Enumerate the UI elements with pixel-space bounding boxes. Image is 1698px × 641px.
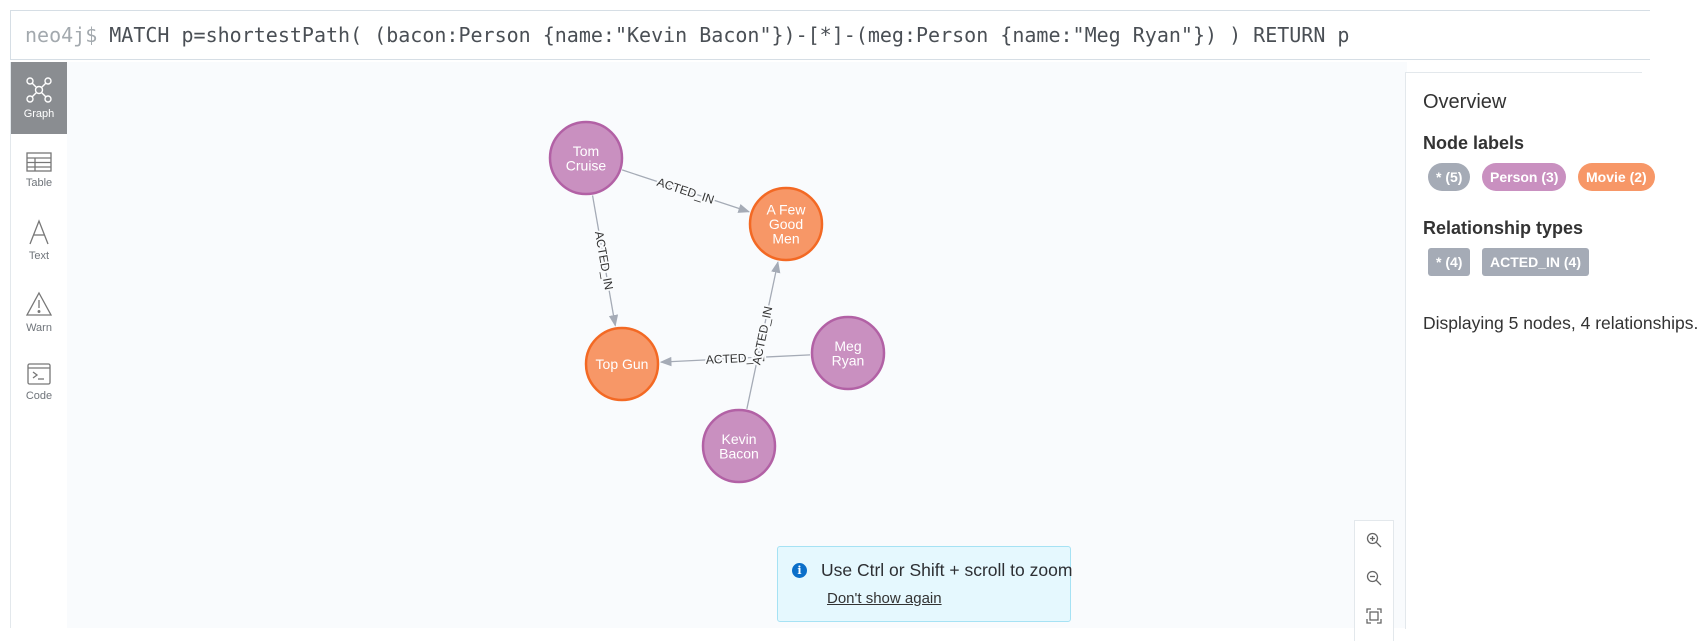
graph-icon — [26, 76, 52, 103]
dont-show-again-link[interactable]: Don't show again — [827, 590, 942, 607]
node-caption: Bacon — [719, 445, 759, 461]
node-caption: Meg — [834, 338, 861, 354]
node-caption: Kevin — [721, 431, 756, 447]
code-icon — [27, 362, 51, 385]
query-prompt: neo4j$ — [25, 23, 98, 47]
node-caption: Men — [772, 231, 799, 247]
node-caption: A Few — [767, 202, 807, 218]
node-labels-heading: Node labels — [1423, 133, 1525, 153]
node-label-pill-all[interactable]: * (5) — [1428, 163, 1471, 191]
zoom-in-icon — [1366, 532, 1382, 548]
rel-type-pill-all[interactable]: * (4) — [1428, 248, 1471, 276]
zoom-in-button[interactable] — [1355, 521, 1393, 559]
zoom-out-button[interactable] — [1355, 559, 1393, 597]
text-icon — [29, 218, 49, 244]
node-label-pill-person[interactable]: Person (3) — [1482, 163, 1567, 191]
zoom-controls — [1354, 520, 1394, 641]
view-table-button[interactable]: Table — [11, 134, 67, 206]
relationship-edge-meg-topgun[interactable] — [659, 354, 811, 367]
view-code-label: Code — [25, 389, 53, 402]
fit-to-screen-button[interactable] — [1355, 597, 1393, 635]
node-caption: Cruise — [566, 157, 607, 173]
view-table-label: Table — [25, 176, 53, 189]
node-circle[interactable] — [548, 120, 624, 196]
rel-type-pill-acted-in[interactable]: ACTED_IN (4) — [1482, 248, 1590, 276]
overview-panel: Overview Node labels * (5) Person (3) Mo… — [1405, 72, 1698, 629]
view-graph-button[interactable]: Graph — [11, 62, 67, 134]
view-code-button[interactable]: Code — [11, 346, 67, 418]
zoom-out-icon — [1366, 570, 1382, 586]
relationship-label: ACTED_IN — [592, 230, 616, 291]
info-icon: i — [792, 563, 807, 578]
node-circle[interactable] — [584, 326, 660, 402]
fit-icon — [1366, 608, 1382, 624]
query-text[interactable]: MATCH p=shortestPath( (bacon:Person {nam… — [109, 23, 1350, 47]
overview-status: Displaying 5 nodes, 4 relationships. — [1423, 313, 1698, 333]
warning-icon — [25, 291, 53, 316]
relationship-edge-tom-topgun[interactable] — [591, 195, 619, 327]
zoom-hint-toast: i Use Ctrl or Shift + scroll to zoom Don… — [777, 546, 1073, 622]
view-graph-label: Graph — [23, 107, 55, 120]
table-icon — [26, 151, 52, 172]
relationship-label: ACTED_IN — [655, 175, 716, 207]
node-circle[interactable] — [810, 315, 886, 391]
relationship-edge-kevin-afgm[interactable] — [746, 261, 781, 409]
relationship-label: ACTED_IN — [706, 350, 766, 367]
graph-node-topgun[interactable]: Top Gun — [584, 326, 660, 402]
relationship-edge-tom-afgm[interactable] — [621, 169, 751, 213]
overview-title: Overview — [1423, 91, 1507, 113]
view-sidebar: Graph Table Text Warn — [10, 62, 68, 628]
toast-message: Use Ctrl or Shift + scroll to zoom — [821, 560, 1073, 580]
view-text-label: Text — [28, 249, 50, 262]
node-caption: Ryan — [832, 352, 865, 368]
relationship-types-heading: Relationship types — [1423, 218, 1584, 238]
node-circle[interactable] — [701, 408, 777, 484]
node-circle[interactable] — [748, 186, 824, 262]
view-warn-label: Warn — [26, 321, 52, 334]
node-caption: Tom — [573, 143, 599, 159]
view-text-button[interactable]: Text — [11, 204, 67, 276]
node-label-pill-movie[interactable]: Movie (2) — [1578, 163, 1655, 191]
query-editor[interactable]: neo4j$ MATCH p=shortestPath( (bacon:Pers… — [10, 10, 1650, 60]
view-warn-button[interactable]: Warn — [11, 276, 67, 348]
node-caption: Good — [769, 216, 803, 232]
node-caption: Top Gun — [596, 356, 649, 372]
